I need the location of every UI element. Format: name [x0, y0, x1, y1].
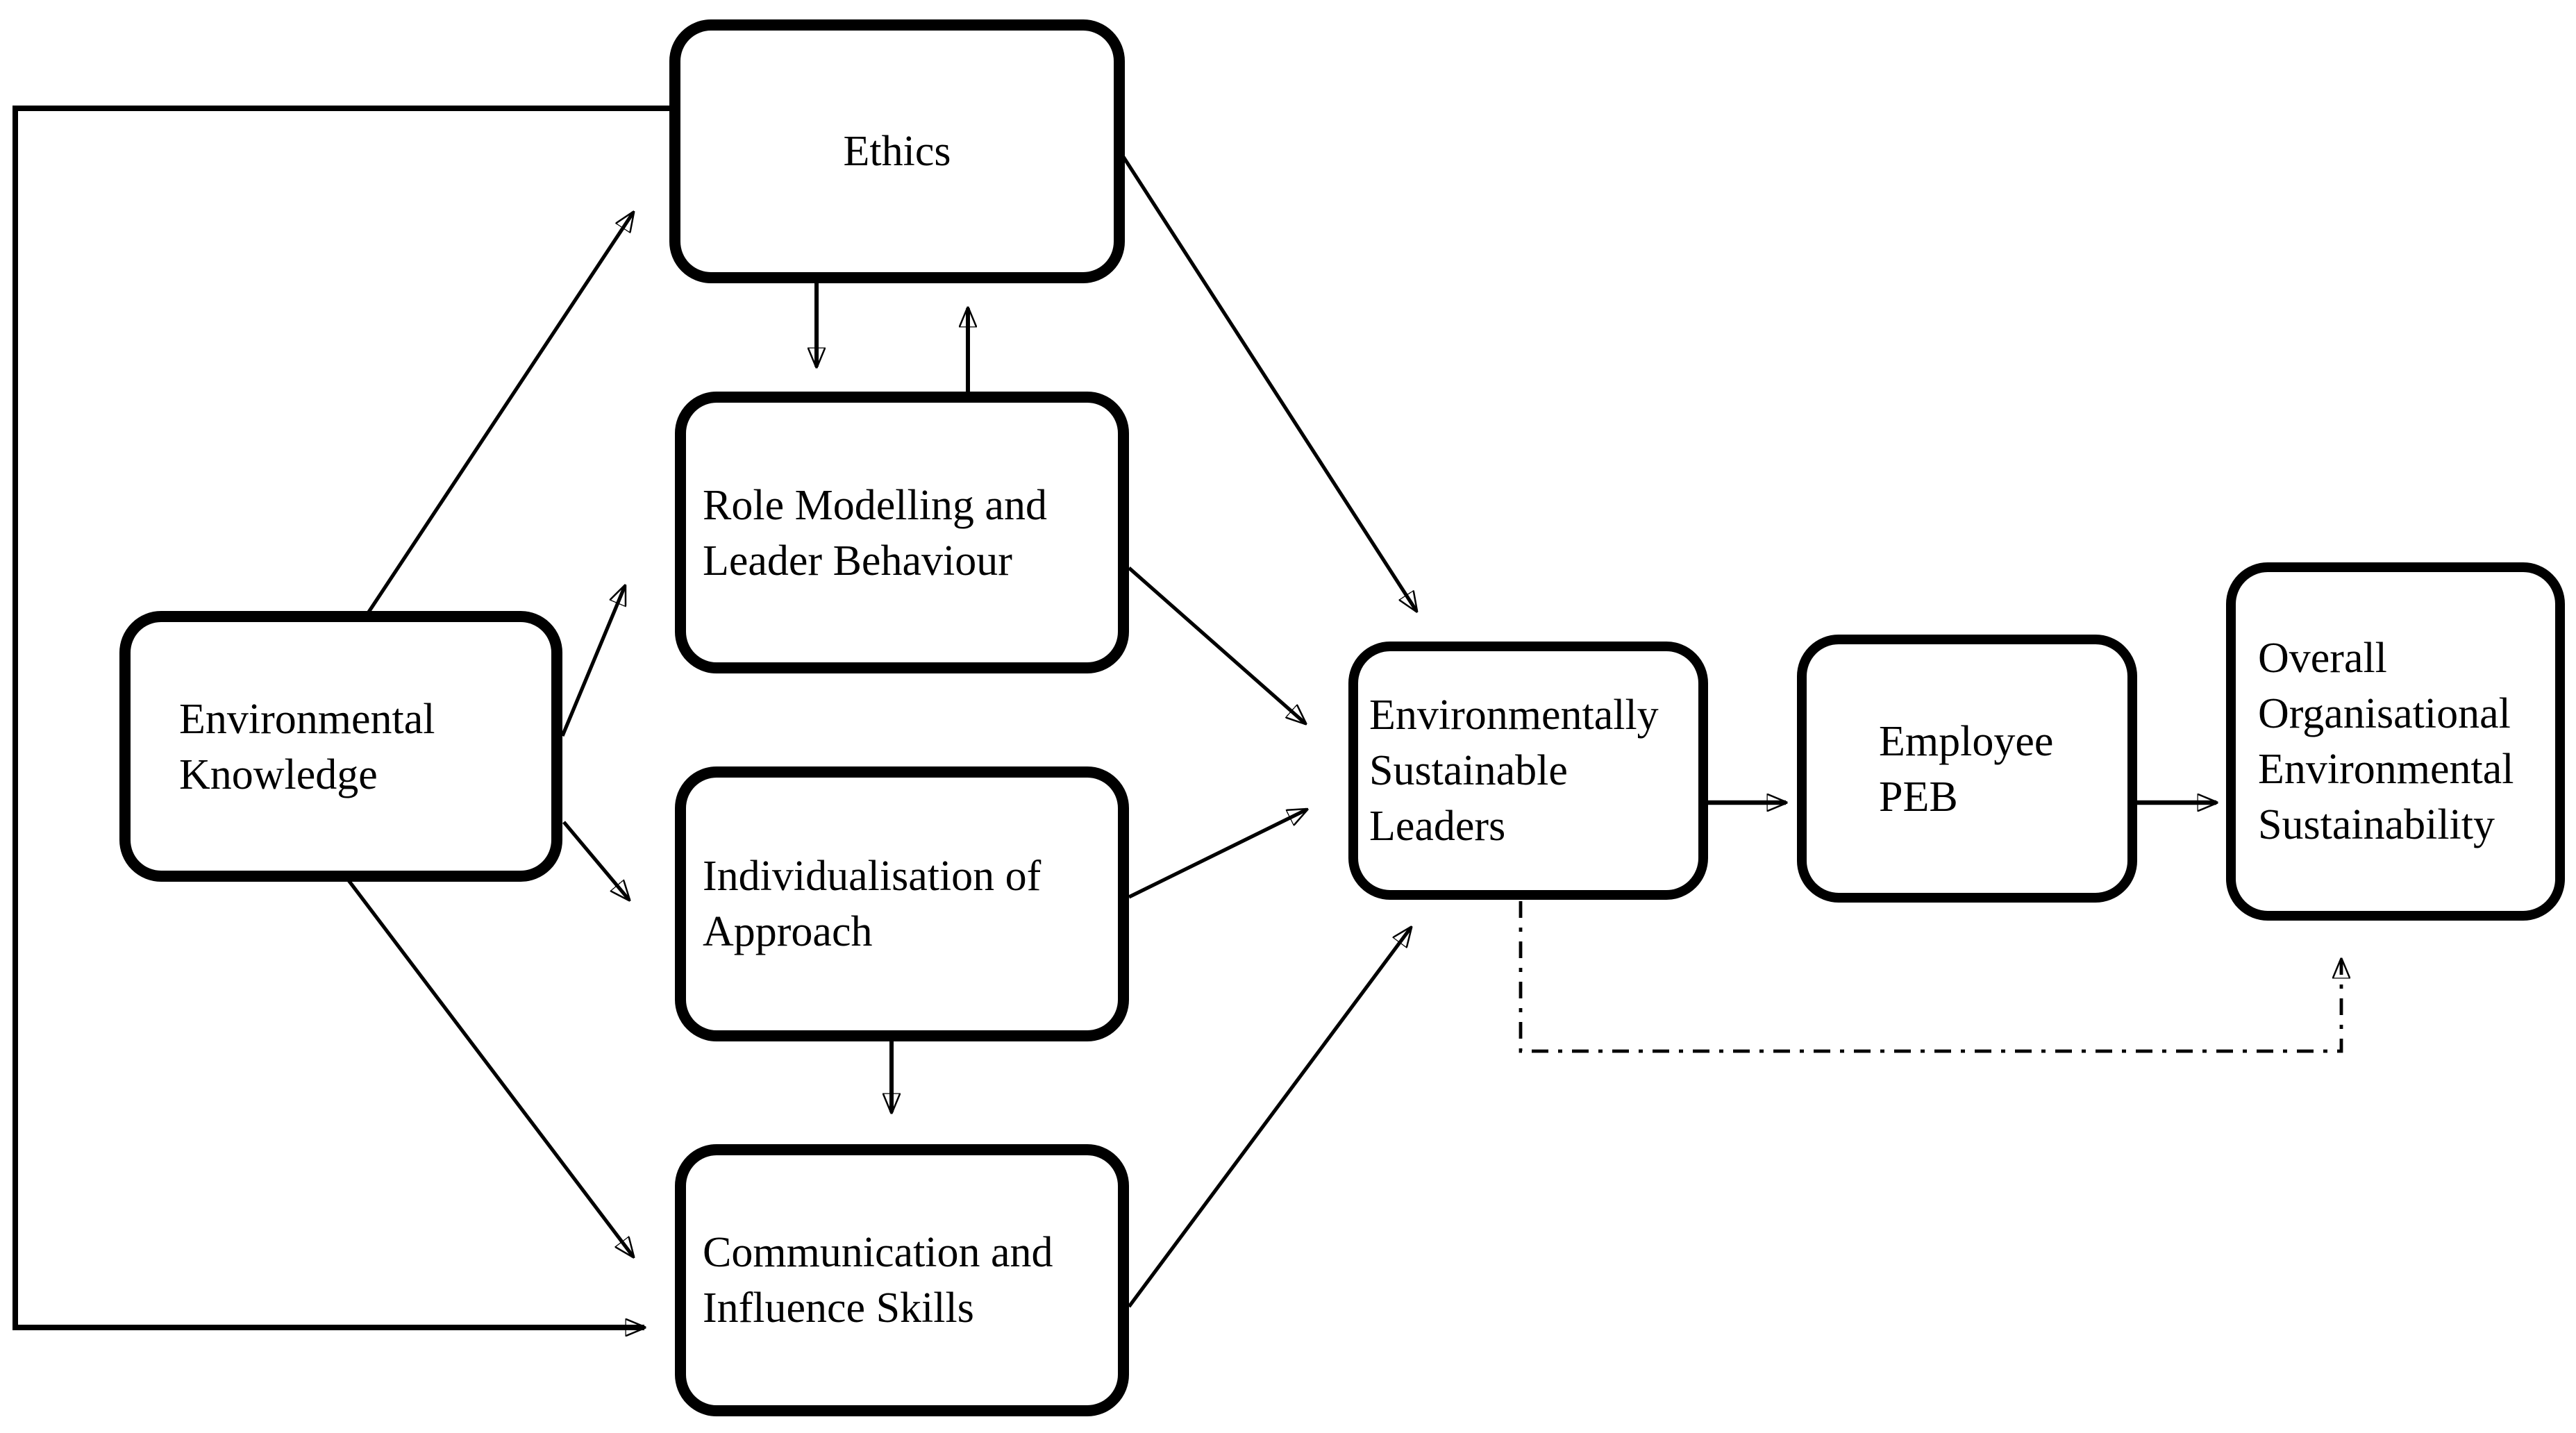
node-environmental-knowledge: Environmental Knowledge: [119, 611, 562, 882]
node-individualisation-of-approach: Individualisation of Approach: [675, 766, 1129, 1041]
edge-communication-to-esl: [1127, 928, 1411, 1308]
edge-ethics-to-esl: [1121, 156, 1416, 611]
edge-individualisation-to-esl: [1128, 810, 1307, 899]
edge-ethics-to-communication-loop: [12, 106, 669, 1327]
node-individualisation-label: Individualisation of Approach: [703, 851, 1042, 955]
node-environmentally-sustainable-leaders: Environmentally Sustainable Leaders: [1348, 642, 1708, 900]
node-communication-and-influence-skills: Communication and Influence Skills: [675, 1144, 1129, 1416]
edge-environmental-knowledge-to-individualisation: [562, 821, 629, 900]
node-ethics-label: Ethics: [843, 126, 951, 175]
edge-environmental-knowledge-to-ethics: [362, 212, 633, 621]
node-employee-peb-label: Employee PEB: [1879, 716, 2054, 820]
edge-environmental-knowledge-to-role-modelling: [560, 586, 627, 737]
node-overall-organisational-environmental-sustainability: Overall Organisational Environmental Sus…: [2226, 562, 2565, 921]
node-overall-label: Overall Organisational Environmental Sus…: [2258, 633, 2514, 848]
node-environmental-knowledge-label: Environmental Knowledge: [179, 694, 435, 798]
node-employee-peb: Employee PEB: [1797, 635, 2137, 903]
edge-role-modelling-to-esl: [1128, 567, 1305, 723]
edge-environmental-knowledge-to-communication: [346, 879, 633, 1257]
node-esl-label: Environmentally Sustainable Leaders: [1369, 690, 1659, 850]
node-role-modelling-label: Role Modelling and Leader Behaviour: [703, 480, 1047, 584]
edge-esl-to-overall-feedback: [1519, 901, 2341, 1053]
node-role-modelling-and-leader-behaviour: Role Modelling and Leader Behaviour: [675, 392, 1129, 673]
node-communication-label: Communication and Influence Skills: [703, 1227, 1053, 1332]
node-ethics: Ethics: [669, 19, 1125, 283]
